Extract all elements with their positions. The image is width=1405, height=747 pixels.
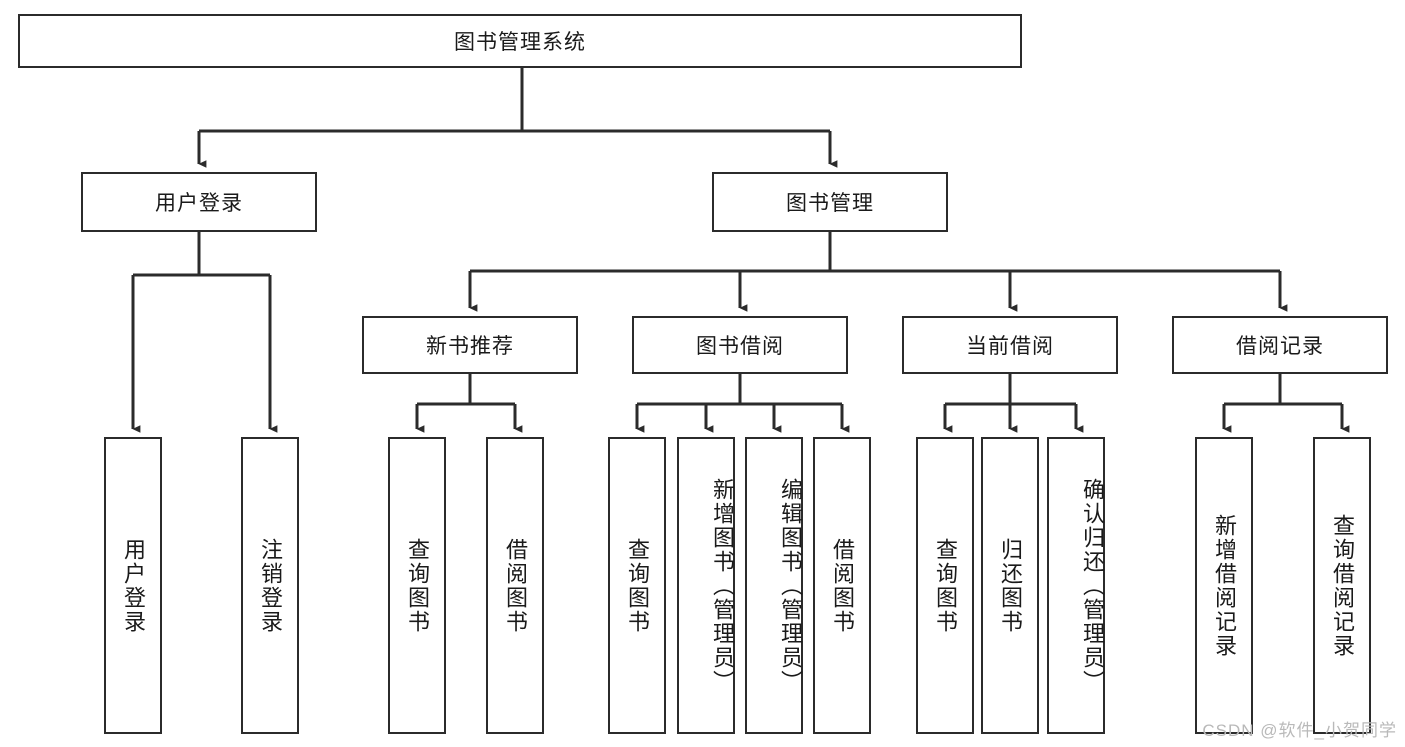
leaf-edit-book-admin[interactable]: 编辑图书（管理员） xyxy=(745,437,803,734)
node-current-borrow[interactable]: 当前借阅 xyxy=(902,316,1118,374)
csdn-watermark: CSDN @软件_小贺同学 xyxy=(1202,721,1397,740)
node-new-book-recommend[interactable]: 新书推荐 xyxy=(362,316,578,374)
leaf-return-book[interactable]: 归还图书 xyxy=(981,437,1039,734)
leaf-borrow-book-recommend[interactable]: 借阅图书 xyxy=(486,437,544,734)
leaf-user-login[interactable]: 用户登录 xyxy=(104,437,162,734)
node-user-login[interactable]: 用户登录 xyxy=(81,172,317,232)
leaf-borrow-book-borrow[interactable]: 借阅图书 xyxy=(813,437,871,734)
leaf-query-book-current[interactable]: 查询图书 xyxy=(916,437,974,734)
leaf-add-borrow-record[interactable]: 新增借阅记录 xyxy=(1195,437,1253,734)
node-borrow-record[interactable]: 借阅记录 xyxy=(1172,316,1388,374)
leaf-query-book-recommend[interactable]: 查询图书 xyxy=(388,437,446,734)
node-book-manage[interactable]: 图书管理 xyxy=(712,172,948,232)
leaf-query-borrow-record[interactable]: 查询借阅记录 xyxy=(1313,437,1371,734)
leaf-query-book-borrow[interactable]: 查询图书 xyxy=(608,437,666,734)
leaf-logout-login[interactable]: 注销登录 xyxy=(241,437,299,734)
leaf-confirm-return-admin[interactable]: 确认归还（管理员） xyxy=(1047,437,1105,734)
node-book-borrow[interactable]: 图书借阅 xyxy=(632,316,848,374)
node-root[interactable]: 图书管理系统 xyxy=(18,14,1022,68)
leaf-add-book-admin[interactable]: 新增图书（管理员） xyxy=(677,437,735,734)
